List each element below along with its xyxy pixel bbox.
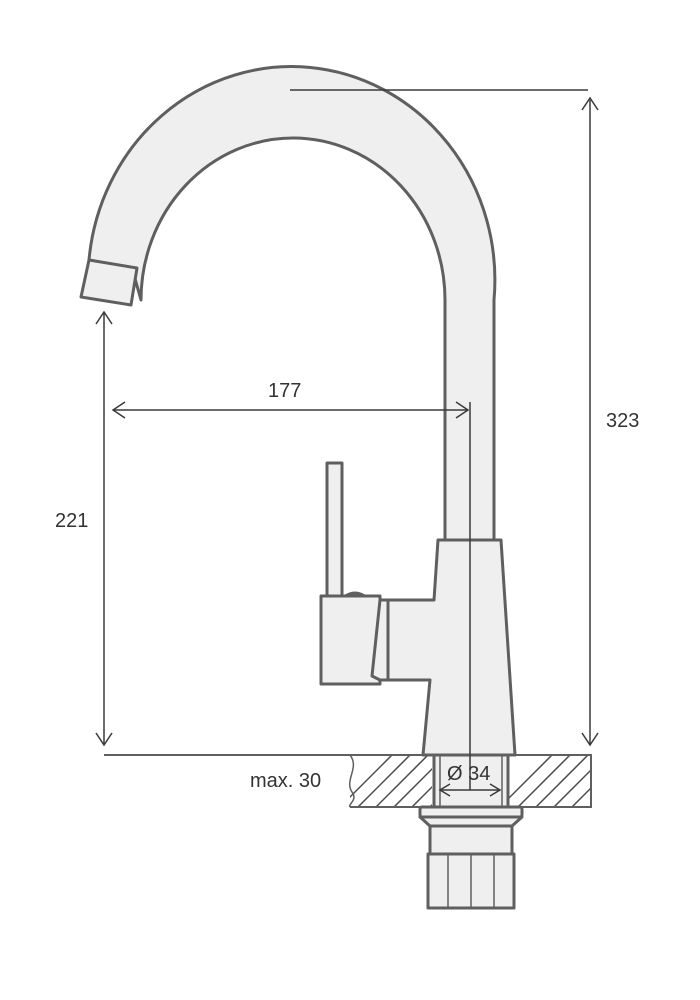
countertop-break-line xyxy=(348,754,355,808)
dimension-label-base-diameter: Ø 34 xyxy=(447,763,490,785)
shank-neck xyxy=(428,824,514,856)
countertop-hatch-right xyxy=(509,755,591,807)
dimension-spout-clearance: 221 xyxy=(55,310,113,747)
dimension-label-max-counter-thickness: max. 30 xyxy=(250,770,321,792)
dimension-label-total-height: 323 xyxy=(606,410,639,432)
dimension-label-spout-reach: 177 xyxy=(268,380,301,402)
lever-rod xyxy=(325,461,344,602)
dimension-spout-reach: 177 xyxy=(111,380,471,790)
countertop-hatch-left xyxy=(350,755,432,807)
lever-collar xyxy=(370,598,390,682)
spout-aerator xyxy=(79,258,139,307)
gooseneck-spout xyxy=(87,65,497,542)
faucet-body xyxy=(386,538,517,757)
dimension-base-diameter: Ø 34 xyxy=(438,763,502,797)
dimension-total-height: 323 xyxy=(290,89,639,747)
mounting-shank xyxy=(418,753,524,910)
shank-upper xyxy=(432,753,510,809)
dimension-label-spout-clearance: 221 xyxy=(55,510,88,532)
faucet-lever-handle xyxy=(319,461,390,686)
lever-hub xyxy=(319,594,382,686)
countertop-section xyxy=(104,754,592,808)
